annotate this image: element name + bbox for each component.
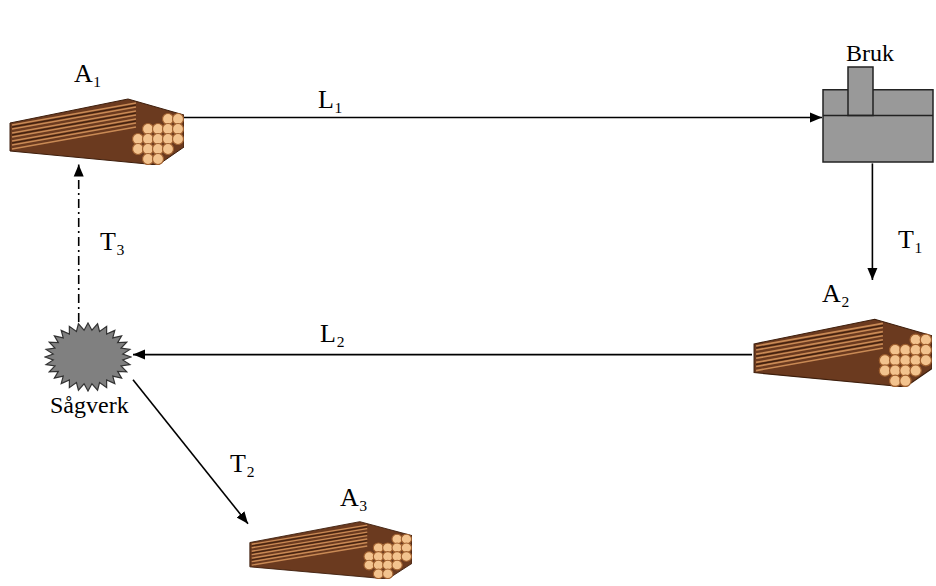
sawmill-symbol-art [45,323,131,391]
log-pile: A₂ [752,280,932,387]
mill-building-art [823,67,933,162]
edge-label: T₂ [228,450,257,479]
node-label: Bruk [846,40,894,66]
sawmill-symbol: Sågverk [44,322,133,418]
edge-label: L₁ [316,86,345,115]
log-pile-art [250,521,412,578]
log-pile-shape [248,513,412,579]
log-pile-shape [8,89,184,165]
edge-label: T₁ [896,226,925,255]
sawmill-symbol-shape [44,322,132,392]
log-pile: A₃ [248,484,412,579]
node-label: A₂ [822,280,850,309]
log-pile-art [754,319,932,387]
log-pile-art [10,99,184,165]
transport-arrow [133,354,752,356]
mill-building-shape [822,66,934,163]
log-pile-shape [752,309,932,387]
node-label: Sågverk [50,392,129,418]
transport-arrow [872,163,874,280]
node-label: A₃ [340,484,368,513]
mill-building: Bruk [822,40,934,163]
node-label: A₁ [74,60,102,89]
edge-label: T₃ [98,228,127,257]
log-pile: A₁ [8,60,184,165]
transport-arrow [78,165,80,322]
edge-label: L₂ [318,320,347,349]
transport-arrow [184,117,822,119]
